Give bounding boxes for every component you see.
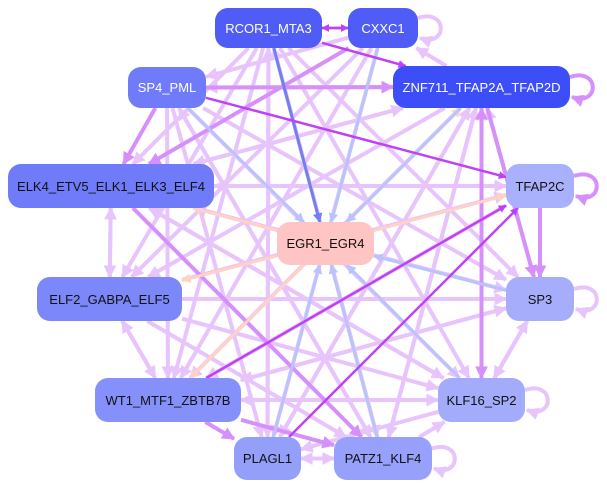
edge-PATZ1-to-PATZ1 <box>431 444 457 479</box>
edge-PLAGL1-to-ZNF711 <box>278 106 472 438</box>
edge-SP4_PML-to-ELK4 <box>121 107 158 166</box>
edge-SP3-to-KLF16 <box>492 319 529 380</box>
edge-SP4_PML-to-TFAP2C <box>205 96 507 180</box>
edge-EGR1-to-TFAP2C <box>373 192 507 232</box>
edge-RCOR1_MTA3-to-KLF16 <box>278 47 471 380</box>
edge-ELF2-to-KLF16 <box>181 316 440 392</box>
edge-CXXC1-to-ELK4 <box>147 46 350 166</box>
edge-PATZ1-to-EGR1 <box>328 264 379 438</box>
edge-EGR1-to-ELF2 <box>181 254 278 283</box>
node-label: SP3 <box>527 291 553 307</box>
node-wt1[interactable]: WT1_MTF1_ZBTB7B <box>95 378 241 422</box>
node-label: SP4_PML <box>137 80 197 95</box>
node-label: ELF2_GABPA_ELF5 <box>49 291 170 307</box>
edge-PLAGL1-to-RCOR1_MTA3 <box>262 46 275 438</box>
edge-SP4_PML-to-SP3 <box>202 106 508 282</box>
node-sp3[interactable]: SP3 <box>506 277 574 321</box>
node-label: KLF16_SP2 <box>446 392 517 408</box>
edge-PATZ1-to-KLF16 <box>418 420 446 439</box>
edge-EGR1-to-WT1 <box>189 263 305 380</box>
edge-ZNF711-to-CXXC1 <box>415 46 448 68</box>
node-label: CXXC1 <box>361 20 405 36</box>
edge-SP3-to-EGR1 <box>373 253 507 292</box>
node-tfap2c[interactable]: TFAP2C <box>506 164 574 208</box>
node-label: EGR1_EGR4 <box>286 236 365 251</box>
edge-SP4_PML-to-EGR1 <box>186 106 305 224</box>
edge-WT1-to-PATZ1 <box>240 417 336 449</box>
edge-WT1-to-ELF2 <box>120 319 157 380</box>
node-label: PATZ1_KLF4 <box>344 451 422 466</box>
edge-CXXC1-to-CXXC1 <box>417 14 443 48</box>
node-label: ZNF711_TFAP2A_TFAP2D <box>402 79 561 95</box>
node-label: RCOR1_MTA3 <box>225 20 312 36</box>
edge-ZNF711-to-ZNF711 <box>569 73 595 107</box>
edge-ZNF711-to-EGR1 <box>345 106 462 224</box>
node-label: TFAP2C <box>515 178 565 194</box>
node-label: WT1_MTF1_ZBTB7B <box>105 392 231 408</box>
edge-EGR1-to-ELK4 <box>192 205 278 232</box>
node-klf16[interactable]: KLF16_SP2 <box>438 378 525 422</box>
node-cxxc1[interactable]: CXXC1 <box>348 8 418 48</box>
node-elk4[interactable]: ELK4_ETV5_ELK1_ELK3_ELF4 <box>8 164 214 208</box>
edge-RCOR1_MTA3-to-EGR1 <box>272 47 323 223</box>
edge-PLAGL1-to-TFAP2C <box>288 207 519 438</box>
edge-TFAP2C-to-TFAP2C <box>573 172 599 206</box>
node-egr1[interactable]: EGR1_EGR4 <box>277 222 374 265</box>
node-znf711[interactable]: ZNF711_TFAP2A_TFAP2D <box>393 66 570 108</box>
edge-PLAGL1-to-EGR1 <box>271 264 323 438</box>
edge-RCOR1_MTA3-to-ZNF711 <box>321 41 407 68</box>
edge-ELF2-to-ELK4 <box>104 206 117 278</box>
edge-CXXC1-to-EGR1 <box>328 47 380 223</box>
node-label: ELK4_ETV5_ELK1_ELK3_ELF4 <box>17 178 205 194</box>
node-label: PLAGL1 <box>242 451 293 466</box>
edge-ZNF711-to-ELF2 <box>146 106 446 279</box>
node-sp4_pml[interactable]: SP4_PML <box>128 67 206 108</box>
edge-SP3-to-WT1 <box>239 306 507 384</box>
edge-KLF16-to-ELK4 <box>147 206 445 380</box>
edge-KLF16-to-KLF16 <box>524 386 550 420</box>
edge-WT1-to-PLAGL1 <box>204 420 236 441</box>
node-rcor1_mta3[interactable]: RCOR1_MTA3 <box>215 8 322 48</box>
edge-CXXC1-to-WT1 <box>178 46 374 380</box>
edge-PATZ1-to-SP4_PML <box>177 106 373 439</box>
edge-WT1-to-TFAP2C <box>205 204 507 380</box>
node-plagl1[interactable]: PLAGL1 <box>234 437 301 480</box>
node-patz1[interactable]: PATZ1_KLF4 <box>334 437 432 480</box>
node-elf2[interactable]: ELF2_GABPA_ELF5 <box>37 277 182 321</box>
edge-SP3-to-SP3 <box>573 285 599 319</box>
